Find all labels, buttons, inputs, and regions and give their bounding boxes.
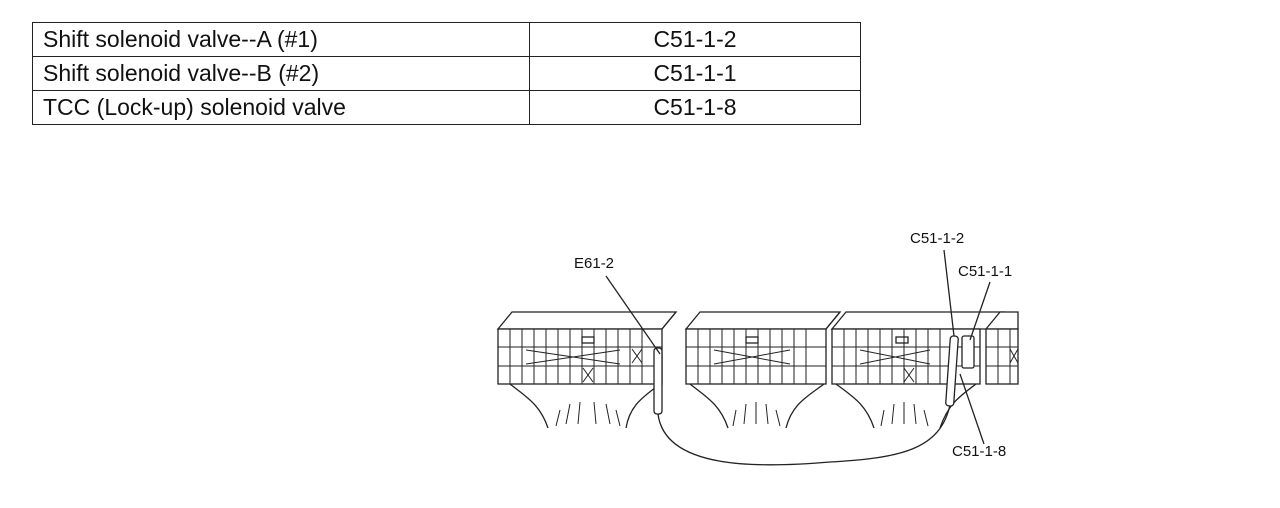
leader-e61-2 — [605, 275, 661, 355]
connector-block-1 — [496, 311, 678, 429]
connector-table: Shift solenoid valve--A (#1) C51-1-2 Shi… — [32, 22, 861, 125]
connector-block-2 — [684, 311, 842, 429]
connector-block-4 — [984, 311, 1019, 385]
leader-c51-1-1 — [969, 281, 991, 341]
connector-cell: C51-1-2 — [529, 22, 861, 57]
table-row: TCC (Lock-up) solenoid valve C51-1-8 — [32, 90, 861, 125]
component-cell: Shift solenoid valve--B (#2) — [32, 56, 530, 91]
label-c51-1-8: C51-1-8 — [952, 443, 1006, 460]
connector-e61-2 — [653, 347, 663, 415]
connector-c51-1-2 — [945, 335, 959, 407]
label-e61-2: E61-2 — [574, 255, 614, 272]
table-row: Shift solenoid valve--A (#1) C51-1-2 — [32, 22, 861, 57]
wiring-harness — [657, 404, 951, 466]
leader-c51-1-8 — [959, 373, 985, 445]
connector-c51-1-1 — [961, 335, 975, 369]
label-c51-1-2: C51-1-2 — [910, 230, 964, 247]
leader-c51-1-2 — [943, 249, 955, 337]
label-c51-1-1: C51-1-1 — [958, 263, 1012, 280]
connector-cell: C51-1-8 — [529, 90, 861, 125]
component-cell: Shift solenoid valve--A (#1) — [32, 22, 530, 57]
component-cell: TCC (Lock-up) solenoid valve — [32, 90, 530, 125]
connector-block-3 — [830, 311, 1006, 429]
